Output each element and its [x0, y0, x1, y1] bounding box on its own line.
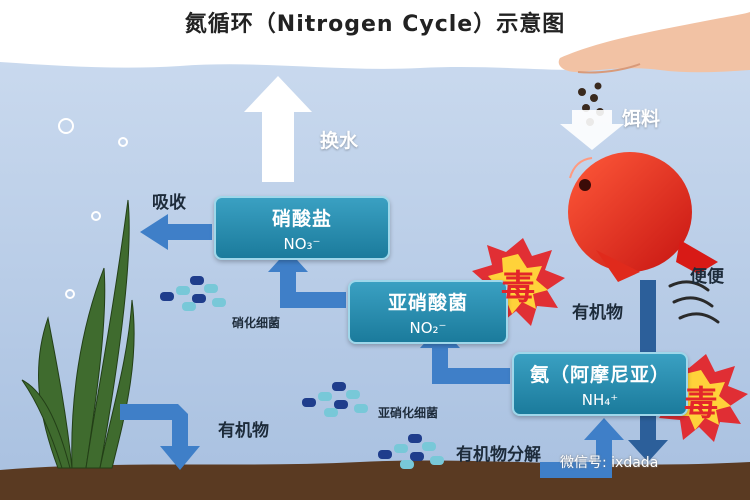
hand-icon [558, 12, 750, 74]
label-nitrifying-bacteria: 硝化细菌 [232, 316, 281, 330]
node-nitrate-name: 硝酸盐 [271, 208, 332, 230]
absorb-arrow [140, 214, 212, 250]
poison-label-ammonia: 毒 [684, 384, 718, 424]
bubble-icon [58, 118, 128, 299]
node-ammonia-name: 氨（阿摩尼亚） [529, 364, 670, 386]
diagram-title: 氮循环（Nitrogen Cycle）示意图 [184, 12, 566, 37]
label-absorb: 吸收 [152, 193, 186, 213]
feces-icon [668, 280, 720, 324]
label-nitrite-bacteria: 亚硝化细菌 [378, 406, 439, 420]
node-ammonia: 氨（阿摩尼亚） NH₄⁺ [512, 352, 688, 416]
label-decompose: 有机物分解 [456, 445, 541, 465]
node-ammonia-formula: NH₄⁺ [581, 391, 619, 409]
node-nitrate-formula: NO₃⁻ [283, 235, 321, 253]
node-nitrate: 硝酸盐 NO₃⁻ [214, 196, 390, 260]
node-nitrite-name: 亚硝酸菌 [387, 292, 468, 314]
nitrite-to-nitrate-arrow [268, 250, 346, 308]
label-feces: 便便 [690, 267, 724, 287]
watermark: 微信号: ixdada [560, 455, 659, 471]
node-nitrite-formula: NO₂⁻ [409, 319, 447, 337]
feed-arrow [560, 110, 624, 150]
node-nitrite: 亚硝酸菌 NO₂⁻ [348, 280, 508, 344]
plant-icon [21, 199, 135, 469]
label-organic-right: 有机物 [572, 303, 623, 323]
bacteria-icon [160, 276, 444, 469]
label-water-change: 换水 [320, 130, 359, 152]
decompose-arrow [540, 418, 624, 478]
label-organic-left: 有机物 [218, 421, 269, 441]
organic-left-arrow [120, 404, 200, 470]
water-change-arrow [244, 76, 312, 182]
label-feed: 饵料 [622, 108, 661, 130]
fish-icon [568, 152, 718, 282]
poison-label-nitrite: 毒 [501, 268, 535, 308]
